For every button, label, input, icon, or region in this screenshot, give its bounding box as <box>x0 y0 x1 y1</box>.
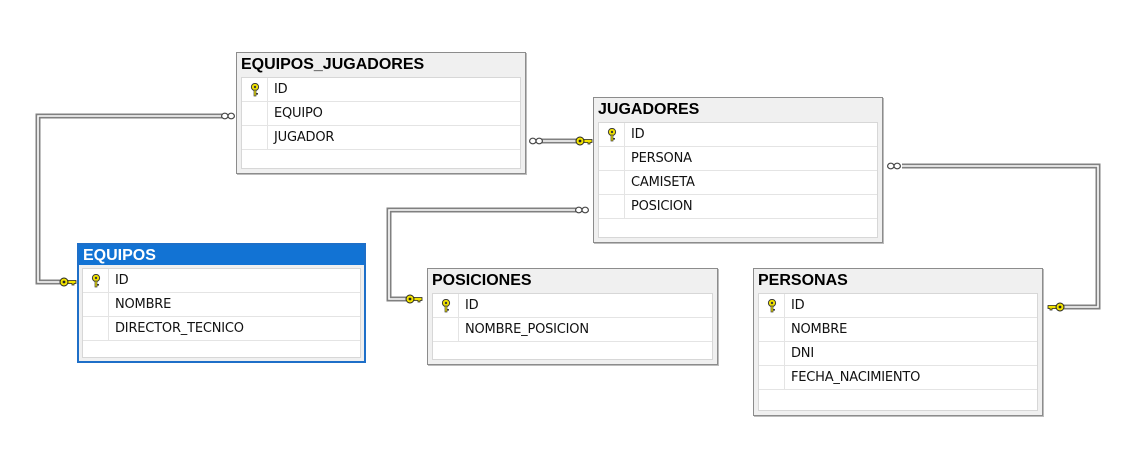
column-name: ID <box>274 82 288 97</box>
primary-key-icon <box>759 294 785 317</box>
table-posiciones[interactable]: POSICIONES ID NOMBRE_POSICION <box>427 268 718 365</box>
column-name: CAMISETA <box>631 175 695 190</box>
relationship-equipos_jugadores-equipos[interactable] <box>35 112 235 287</box>
one-end-key-icon <box>1047 302 1065 312</box>
primary-key-icon <box>599 123 625 146</box>
column-row[interactable]: POSICION <box>599 195 877 219</box>
column-row[interactable]: ID <box>759 294 1037 318</box>
relationship-jugadores-personas[interactable] <box>886 162 1101 312</box>
column-name: ID <box>115 273 129 288</box>
column-row[interactable]: DNI <box>759 342 1037 366</box>
table-title: EQUIPOS <box>79 245 364 265</box>
column-grid: ID NOMBRE_POSICION <box>432 293 713 360</box>
table-title: JUGADORES <box>598 101 700 118</box>
relationship-jugadores-posiciones[interactable] <box>386 206 590 304</box>
many-end-infinity-icon <box>886 162 902 170</box>
one-end-key-icon <box>575 136 593 146</box>
table-title: EQUIPOS_JUGADORES <box>241 56 425 73</box>
column-name: NOMBRE <box>115 297 172 312</box>
many-end-infinity-icon <box>574 206 590 214</box>
column-name: EQUIPO <box>274 106 323 121</box>
column-row[interactable]: PERSONA <box>599 147 877 171</box>
column-row[interactable]: ID <box>599 123 877 147</box>
column-name: DIRECTOR_TECNICO <box>115 321 244 336</box>
table-title: POSICIONES <box>432 272 532 289</box>
column-row[interactable]: FECHA_NACIMIENTO <box>759 366 1037 390</box>
column-name: JUGADOR <box>274 130 335 145</box>
row-selector <box>759 342 785 365</box>
column-row[interactable]: NOMBRE <box>83 293 360 317</box>
primary-key-icon <box>242 78 268 101</box>
column-name: NOMBRE <box>791 322 848 337</box>
primary-key-icon <box>83 269 109 292</box>
table-jugadores[interactable]: JUGADORES ID PERSONA CAMISETA POSICION <box>593 97 883 243</box>
row-selector <box>83 293 109 316</box>
row-selector <box>759 318 785 341</box>
row-selector <box>242 102 268 125</box>
column-row[interactable]: CAMISETA <box>599 171 877 195</box>
row-selector <box>599 195 625 218</box>
column-row[interactable]: NOMBRE <box>759 318 1037 342</box>
row-selector <box>599 171 625 194</box>
many-end-infinity-icon <box>221 112 235 120</box>
column-row[interactable]: JUGADOR <box>242 126 520 150</box>
one-end-key-icon <box>405 294 423 304</box>
row-selector <box>242 126 268 149</box>
column-name: ID <box>791 298 805 313</box>
column-grid: ID EQUIPO JUGADOR <box>241 77 521 169</box>
column-name: DNI <box>791 346 814 361</box>
column-row[interactable]: EQUIPO <box>242 102 520 126</box>
row-selector <box>599 147 625 170</box>
column-name: FECHA_NACIMIENTO <box>791 370 921 385</box>
row-selector <box>83 317 109 340</box>
column-row[interactable]: ID <box>83 269 360 293</box>
table-personas[interactable]: PERSONAS ID NOMBRE DNI FECHA_NACIMIENTO <box>753 268 1043 416</box>
column-grid: ID NOMBRE DNI FECHA_NACIMIENTO <box>758 293 1038 411</box>
column-grid: ID NOMBRE DIRECTOR_TECNICO <box>82 268 361 358</box>
table-title: PERSONAS <box>758 272 848 289</box>
column-name: POSICION <box>631 199 693 214</box>
column-row[interactable]: ID <box>242 78 520 102</box>
column-name: ID <box>631 127 645 142</box>
column-row[interactable]: NOMBRE_POSICION <box>433 318 712 342</box>
column-name: PERSONA <box>631 151 692 166</box>
table-equipos-jugadores[interactable]: EQUIPOS_JUGADORES ID EQUIPO JUGADOR <box>236 52 526 174</box>
column-name: NOMBRE_POSICION <box>465 322 589 337</box>
column-row[interactable]: ID <box>433 294 712 318</box>
table-equipos[interactable]: EQUIPOS ID NOMBRE DIRECTOR_TECNICO <box>77 243 366 363</box>
row-selector <box>759 366 785 389</box>
one-end-key-icon <box>59 277 77 287</box>
column-row[interactable]: DIRECTOR_TECNICO <box>83 317 360 341</box>
column-name: ID <box>465 298 479 313</box>
primary-key-icon <box>433 294 459 317</box>
column-grid: ID PERSONA CAMISETA POSICION <box>598 122 878 238</box>
many-end-infinity-icon <box>528 137 544 145</box>
relationship-equipos_jugadores-jugadores[interactable] <box>528 136 593 146</box>
row-selector <box>433 318 459 341</box>
